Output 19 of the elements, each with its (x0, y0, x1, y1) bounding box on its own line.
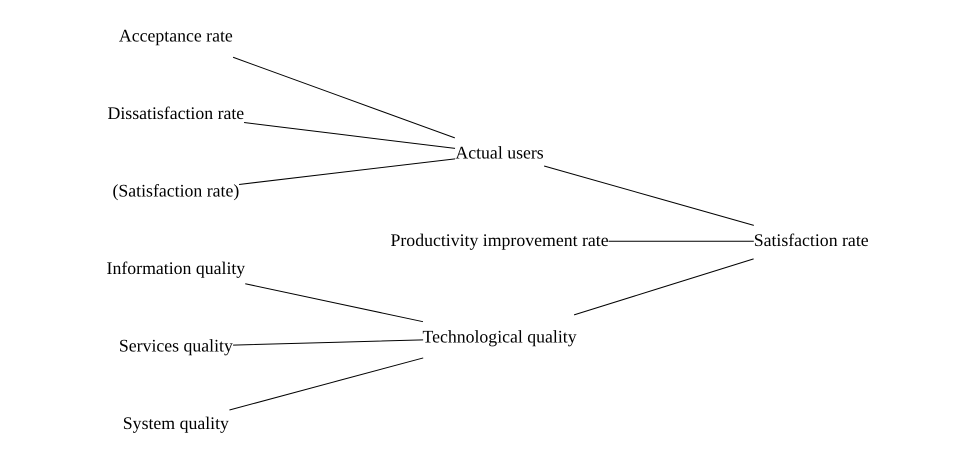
node-text: Satisfaction rate (753, 229, 868, 250)
connector (228, 356, 423, 410)
connector (608, 240, 754, 242)
connector (244, 282, 423, 322)
node-text: Services quality (118, 334, 232, 355)
node-text: Actual users (454, 142, 544, 162)
connector (232, 338, 423, 346)
connector (232, 56, 454, 138)
connector (238, 158, 455, 184)
node-text: Technological quality (422, 326, 576, 346)
node-text: Information quality (106, 257, 245, 278)
node-text: (Satisfaction rate) (112, 180, 239, 200)
node-text: System quality (122, 412, 228, 432)
connector (573, 258, 754, 315)
node-text: Dissatisfaction rate (107, 102, 244, 123)
node-text: Productivity improvement rate (390, 229, 608, 250)
connector (543, 165, 754, 226)
node-text: Acceptance rate (118, 25, 232, 46)
connector (244, 122, 455, 148)
